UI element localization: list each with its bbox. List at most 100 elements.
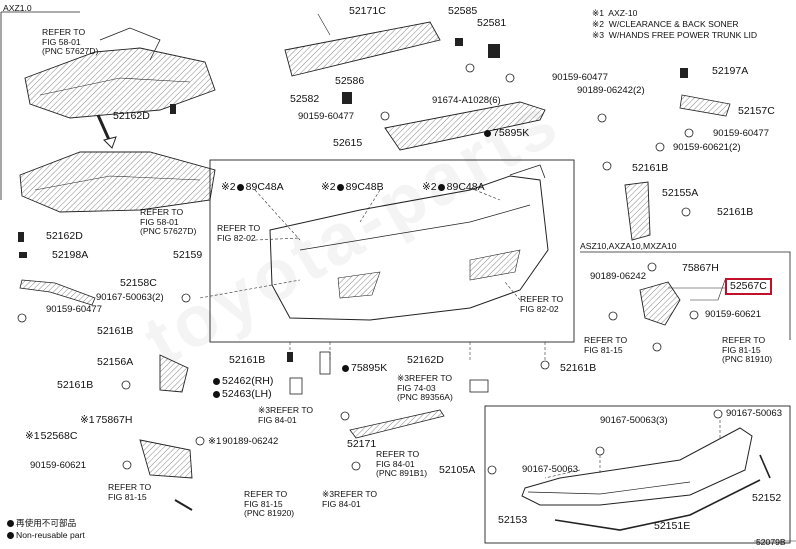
part-52162D-top[interactable]: 52162D [113,110,150,122]
part-52586[interactable]: 52586 [335,75,365,87]
part-52462-label: 52462(RH) [222,375,274,387]
part-90167-50063-right[interactable]: 90167-50063 [726,408,782,419]
part-90189-06242-2[interactable]: 90189-06242(2) [577,85,645,96]
part-52162D-mid[interactable]: 52162D [407,354,444,366]
part-52161B-m1[interactable]: 52161B [229,354,266,366]
part-52161B-r1[interactable]: 52161B [632,162,669,174]
part-75867H-right[interactable]: 75867H [682,262,719,274]
refer-fig-58-01-top[interactable]: REFER TO FIG 58-01 (PNC 57627D) [42,27,99,57]
part-52582[interactable]: 52582 [290,93,320,105]
part-90159-60621-left[interactable]: 90159-60621 [30,460,86,471]
part-89C48B-label: 89C48B [345,181,384,193]
part-52161B-l2[interactable]: 52161B [57,379,94,391]
figure-code: 52079B [756,537,786,547]
refer-fig-58-01-lower[interactable]: REFER TO FIG 58-01 (PNC 57627D) [140,207,197,237]
part-90167-50063-mid[interactable]: 90167-50063 [522,464,578,475]
part-52581[interactable]: 52581 [477,17,507,29]
part-52152[interactable]: 52152 [752,492,782,504]
part-52156A[interactable]: 52156A [97,356,134,368]
part-52161B-l1[interactable]: 52161B [97,325,134,337]
part-90159-60477-mid[interactable]: 90159-60477 [298,111,354,122]
part-89C48A-right-label: 89C48A [446,181,485,193]
refer-fig-81-15-right-a[interactable]: REFER TO FIG 81-15 [584,335,628,355]
refer-fig-82-02-right[interactable]: REFER TO FIG 82-02 [520,294,564,314]
part-52105A[interactable]: 52105A [439,464,476,476]
part-89C48A-left[interactable]: ※2 89C48A [221,181,284,193]
part-52463-lh[interactable]: 52463(LH) [213,389,272,399]
part-90159-60621-right[interactable]: 90159-60621 [705,309,761,320]
part-91674[interactable]: 91674-A1028(6) [432,95,501,106]
legend-line-2: ※2 W/CLEARANCE & BACK SONER [592,19,739,29]
part-75895K-top-label: 75895K [493,127,530,139]
footer-non-reusable-jp: 再使用不可部品 [7,518,76,529]
refer-fig-74-03[interactable]: ※3REFER TO FIG 74-03 (PNC 89356A) [397,373,453,403]
part-90189-06242-left[interactable]: ※190189-06242 [208,437,278,447]
header-code: AXZ1.0 [3,3,32,13]
part-52171[interactable]: 52171 [347,438,377,450]
part-89C48A-left-label: 89C48A [245,181,284,193]
note1-mark: ※1 [25,430,40,442]
part-52567C-highlighted[interactable]: 52567C [725,278,772,295]
non-reusable-dot-icon [484,130,491,137]
bumper-cover-drawing [269,164,549,321]
refer-fig-84-01-c[interactable]: ※3REFER TO FIG 84-01 [322,489,378,509]
part-90167-50063-3[interactable]: 90167-50063(3) [600,415,668,426]
part-52162D-left[interactable]: 52162D [46,230,83,242]
non-reusable-dot-icon [342,365,349,372]
refer-fig-84-01-b[interactable]: REFER TO FIG 84-01 (PNC 891B1) [376,449,428,479]
legend-line-1: ※1 AXZ-10 [592,8,638,18]
part-75867H-left-label: 75867H [95,414,133,426]
refer-fig-81-15-left-b[interactable]: REFER TO FIG 81-15 (PNC 81920) [244,489,295,519]
footer-line1: 再使用不可部品 [16,518,77,528]
part-52568C[interactable]: ※152568C [25,430,78,442]
part-52153[interactable]: 52153 [498,514,528,526]
part-52159[interactable]: 52159 [173,249,203,261]
part-52463-label: 52463(LH) [222,388,272,400]
undercover-upper-drawing [24,27,216,119]
part-90159-60621-2[interactable]: 90159-60621(2) [673,142,741,153]
note2-mark: ※2 [321,181,336,193]
refer-fig-84-01-a[interactable]: ※3REFER TO FIG 84-01 [258,405,314,425]
part-52197A[interactable]: 52197A [712,65,749,77]
footer-line2: Non-reusable part [16,530,85,540]
part-90189-06242-right[interactable]: 90189-06242 [590,271,646,282]
part-52462-rh[interactable]: 52462(RH) [213,376,273,386]
refer-fig-82-02-left[interactable]: REFER TO FIG 82-02 [217,223,261,243]
part-52198A[interactable]: 52198A [52,249,89,261]
part-89C48B[interactable]: ※2 89C48B [321,181,384,193]
part-90159-60477-right[interactable]: 90159-60477 [713,128,769,139]
non-reusable-dot-icon [7,520,14,527]
part-75895K-mid-label: 75895K [351,362,388,374]
part-52151E[interactable]: 52151E [654,520,691,532]
part-52161B-m2[interactable]: 52161B [560,362,597,374]
part-90159-60477-top[interactable]: 90159-60477 [552,72,608,83]
part-90167-50063-2[interactable]: 90167-50063(2) [96,292,164,303]
non-reusable-dot-icon [7,532,14,539]
note2-mark: ※2 [221,181,236,193]
refer-fig-81-15-left-a[interactable]: REFER TO FIG 81-15 [108,482,152,502]
part-52158C[interactable]: 52158C [120,277,157,289]
part-52155A[interactable]: 52155A [662,187,699,199]
part-52171C[interactable]: 52171C [349,5,386,17]
part-75895K-top[interactable]: 75895K [484,128,529,138]
part-52585[interactable]: 52585 [448,5,478,17]
note3-mark: ※3 [397,373,409,383]
part-52157C[interactable]: 52157C [738,105,775,117]
part-75867H-left[interactable]: ※175867H [80,414,133,426]
part-52161B-r2[interactable]: 52161B [717,206,754,218]
legend-line-3: ※3 W/HANDS FREE POWER TRUNK LID [592,30,758,40]
refer-fig-84-01-a-text: REFER TO FIG 84-01 [258,405,314,425]
part-90159-60477-left[interactable]: 90159-60477 [46,304,102,315]
note3-mark: ※3 [258,405,270,415]
note1-mark: ※1 [208,436,222,447]
part-52568C-label: 52568C [40,430,78,442]
note3-mark: ※3 [322,489,334,499]
refer-fig-84-01-c-text: REFER TO FIG 84-01 [322,489,378,509]
non-reusable-dot-icon [236,184,244,191]
non-reusable-dot-icon [213,378,220,385]
part-52615[interactable]: 52615 [333,137,363,149]
part-75895K-mid[interactable]: 75895K [342,363,387,373]
refer-fig-81-15-right-b[interactable]: REFER TO FIG 81-15 (PNC 81910) [722,335,773,365]
non-reusable-dot-icon [336,184,344,191]
